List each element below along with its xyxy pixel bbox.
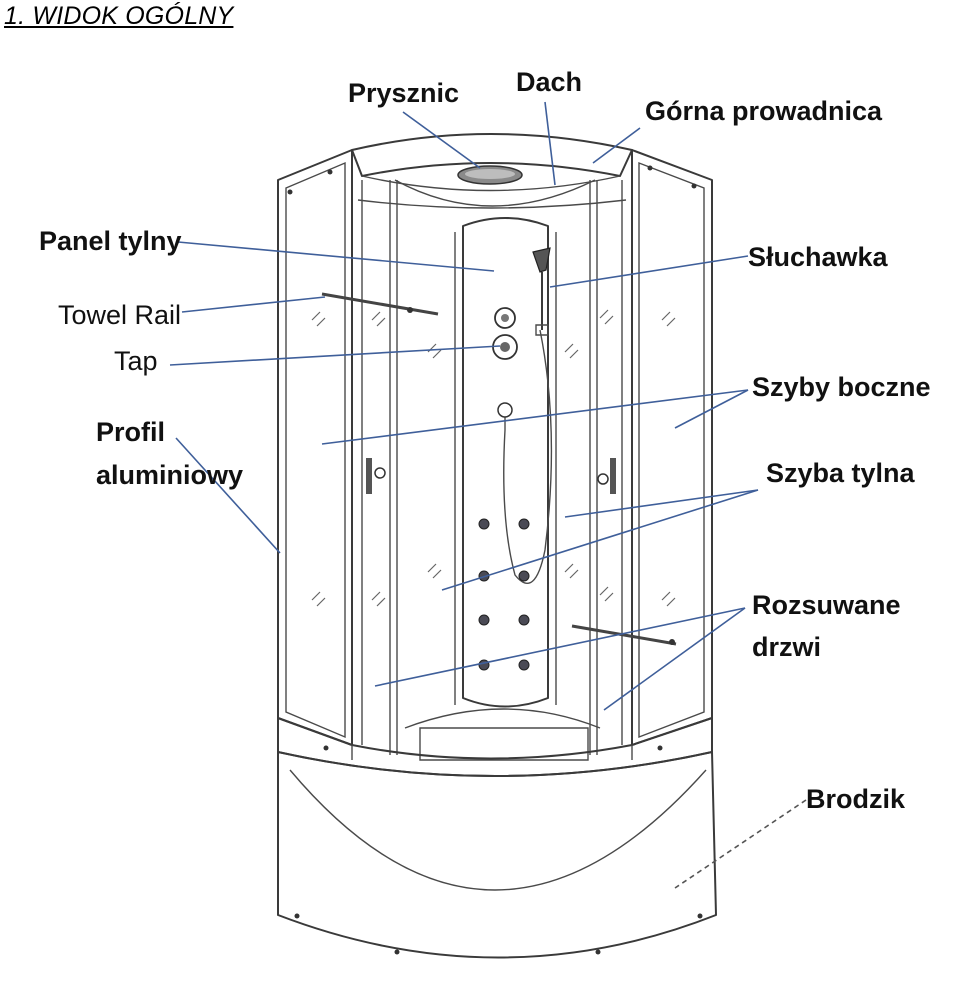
- label-tap: Tap: [114, 346, 158, 376]
- label-gorna-prowadnica: Górna prowadnica: [645, 96, 883, 126]
- right-side-panel: [631, 149, 713, 746]
- leader-lines: [169, 101, 807, 889]
- label-szyba-tylna: Szyba tylna: [766, 458, 916, 488]
- label-szyby-boczne: Szyby boczne: [752, 372, 931, 402]
- door-handles: [366, 458, 616, 494]
- towel-rail: [321, 292, 677, 646]
- leader-szyba-tylna-b: [441, 489, 759, 591]
- leader-szyby-boczne-a: [321, 389, 749, 445]
- label-profil-line2: aluminiowy: [96, 460, 243, 490]
- leader-rozsuwane-b: [603, 607, 746, 711]
- tap: [492, 307, 518, 360]
- leader-brodzik: [674, 799, 807, 889]
- hand-shower: [497, 247, 553, 585]
- labels: Prysznic Dach Górna prowadnica Panel tyl…: [39, 67, 931, 814]
- leader-tap: [169, 345, 501, 366]
- leader-dach: [544, 101, 556, 186]
- rain-shower-head: [457, 165, 523, 185]
- label-rozsuwane-line2: drzwi: [752, 632, 821, 662]
- leader-profil: [175, 437, 281, 554]
- page-title: 1. WIDOK OGÓLNY: [4, 2, 234, 30]
- rivets: [287, 165, 703, 955]
- leader-rozsuwane-a: [374, 607, 746, 687]
- leader-towel-rail: [181, 296, 326, 313]
- label-brodzik: Brodzik: [806, 784, 906, 814]
- massage-jets: [478, 518, 530, 671]
- leader-prysznic: [402, 111, 481, 169]
- leader-szyby-boczne-b: [674, 389, 749, 429]
- label-rozsuwane-line1: Rozsuwane: [752, 590, 901, 620]
- leader-gorna-prowadnica: [592, 127, 641, 164]
- leader-sluchawka: [549, 255, 749, 288]
- label-towel-rail: Towel Rail: [58, 300, 181, 330]
- glass-reflections: [311, 309, 676, 607]
- label-dach: Dach: [516, 67, 582, 97]
- label-prysznic: Prysznic: [348, 78, 459, 108]
- back-panel: [462, 217, 549, 708]
- leader-szyba-tylna-a: [564, 489, 759, 518]
- tray-rim: [277, 717, 713, 777]
- leader-panel-tylny: [177, 241, 495, 272]
- label-profil-line1: Profil: [96, 417, 165, 447]
- left-side-panel: [277, 149, 353, 746]
- label-panel-tylny: Panel tylny: [39, 226, 182, 256]
- shower-tray: [277, 751, 717, 959]
- label-sluchawka: Słuchawka: [748, 242, 889, 272]
- cabin-outline: [277, 133, 717, 959]
